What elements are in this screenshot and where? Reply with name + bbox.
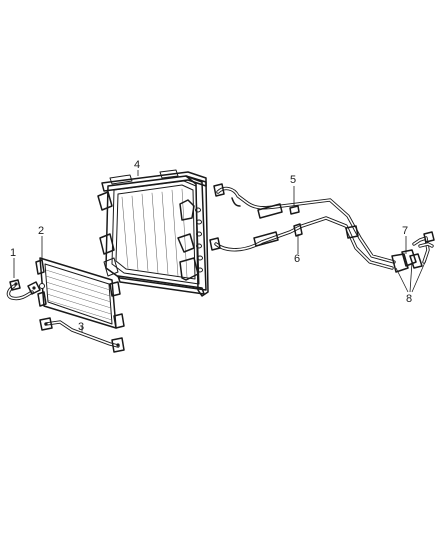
leader-lines [13, 170, 427, 332]
callout-8: 8 [406, 293, 412, 305]
small-hose [6, 279, 41, 301]
callout-7: 7 [402, 225, 408, 237]
clamp-5 [289, 205, 300, 215]
callout-6: 6 [294, 253, 300, 265]
cooler-line [39, 317, 125, 353]
clip-6 [293, 223, 303, 237]
callout-1: 1 [10, 247, 16, 259]
cooler-hose-assembly [209, 183, 396, 270]
hose-end-fittings [391, 231, 435, 273]
callout-4: 4 [134, 159, 140, 171]
callouts: 1 2 3 4 5 6 7 8 [10, 159, 412, 333]
callout-5: 5 [290, 174, 296, 186]
callout-2: 2 [38, 225, 44, 237]
transmission-oil-cooler [35, 257, 125, 329]
radiator [97, 169, 209, 297]
callout-3: 3 [78, 321, 84, 333]
